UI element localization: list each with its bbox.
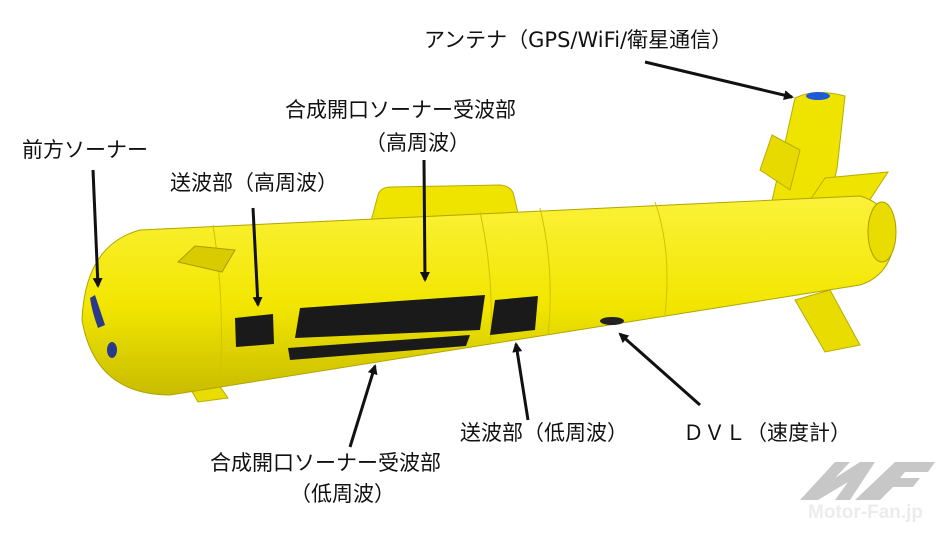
sas-low-panel (288, 335, 470, 360)
propeller (867, 201, 897, 263)
label-sas-high-line1: 合成開口ソーナー受波部 (285, 98, 516, 122)
rear-lower-fin (794, 289, 861, 353)
arrow-sas-low (348, 364, 378, 448)
label-tx-high: 送波部（高周波） (170, 171, 338, 195)
antenna-cap (806, 92, 830, 100)
label-antenna: アンテナ（GPS/WiFi/衛星通信） (424, 28, 733, 52)
arrow-front-sonar (91, 169, 103, 288)
hull (81, 195, 896, 396)
label-tx-low: 送波部（低周波） (460, 421, 628, 445)
callout-arrows (91, 60, 794, 448)
arrow-tx-low (512, 342, 530, 421)
label-sas-high-line2: （高周波） (365, 131, 470, 155)
arrow-dvl (618, 332, 701, 407)
arrow-antenna (644, 60, 794, 101)
label-front-sonar: 前方ソーナー (22, 138, 148, 162)
front-sonar-lower (107, 342, 117, 358)
label-sas-low-line1: 合成開口ソーナー受波部 (210, 451, 441, 475)
front-sonar-window (90, 295, 105, 328)
rear-side-fin (759, 134, 801, 191)
dvl-sensor (600, 317, 624, 325)
watermark-text: Motor-Fan.jp (808, 502, 924, 523)
arrow-sas-high (419, 159, 430, 282)
motor-fan-logo (800, 462, 935, 500)
label-sas-low-line2: （低周波） (290, 482, 395, 506)
sas-high-panel (295, 295, 485, 338)
label-dvl: ＤＶＬ（速度計） (683, 421, 851, 445)
hull-seams (212, 201, 668, 381)
tx-low-panel (490, 296, 538, 335)
arrow-tx-high (251, 207, 263, 307)
tx-high-panel (235, 314, 274, 347)
top-fin-front (176, 245, 236, 273)
